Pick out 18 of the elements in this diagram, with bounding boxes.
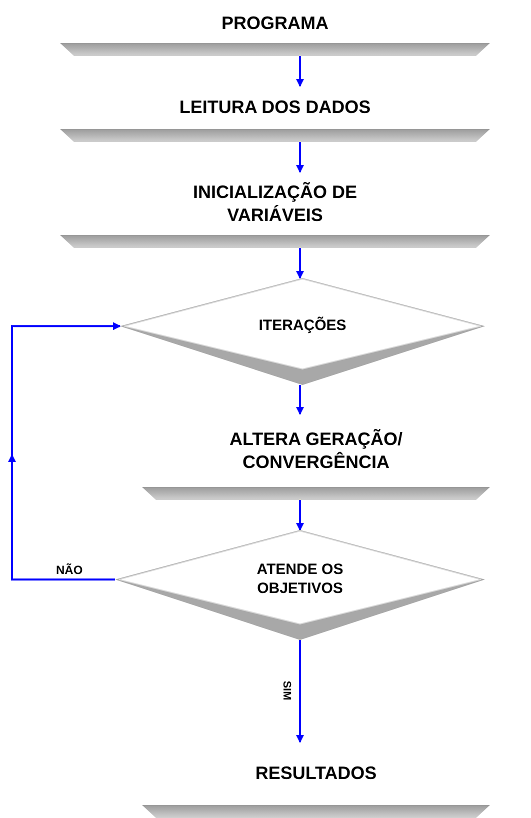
decision-diamond (115, 530, 485, 640)
node-label: ALTERA GERAÇÃO/ CONVERGÊNCIA (228, 428, 404, 473)
edge-label: NÃO (56, 564, 83, 576)
node-label: LEITURA DOS DADOS (179, 96, 371, 119)
node-label: ITERAÇÕES (258, 316, 346, 336)
arrow (296, 640, 304, 743)
arrow (296, 56, 304, 87)
arrow (11, 322, 121, 580)
arrow (296, 248, 304, 279)
arrow (296, 385, 304, 415)
node-label: ATENDE OS OBJETIVOS (256, 560, 344, 598)
arrow (296, 500, 304, 531)
node-label: RESULTADOS (255, 762, 377, 785)
decision-diamond (120, 278, 485, 385)
node-label: PROGRAMA (222, 12, 328, 35)
arrow (296, 142, 304, 173)
edge-label: SIM (280, 680, 292, 700)
node-label: INICIALIZAÇÃO DE VARIÁVEIS (192, 181, 358, 226)
